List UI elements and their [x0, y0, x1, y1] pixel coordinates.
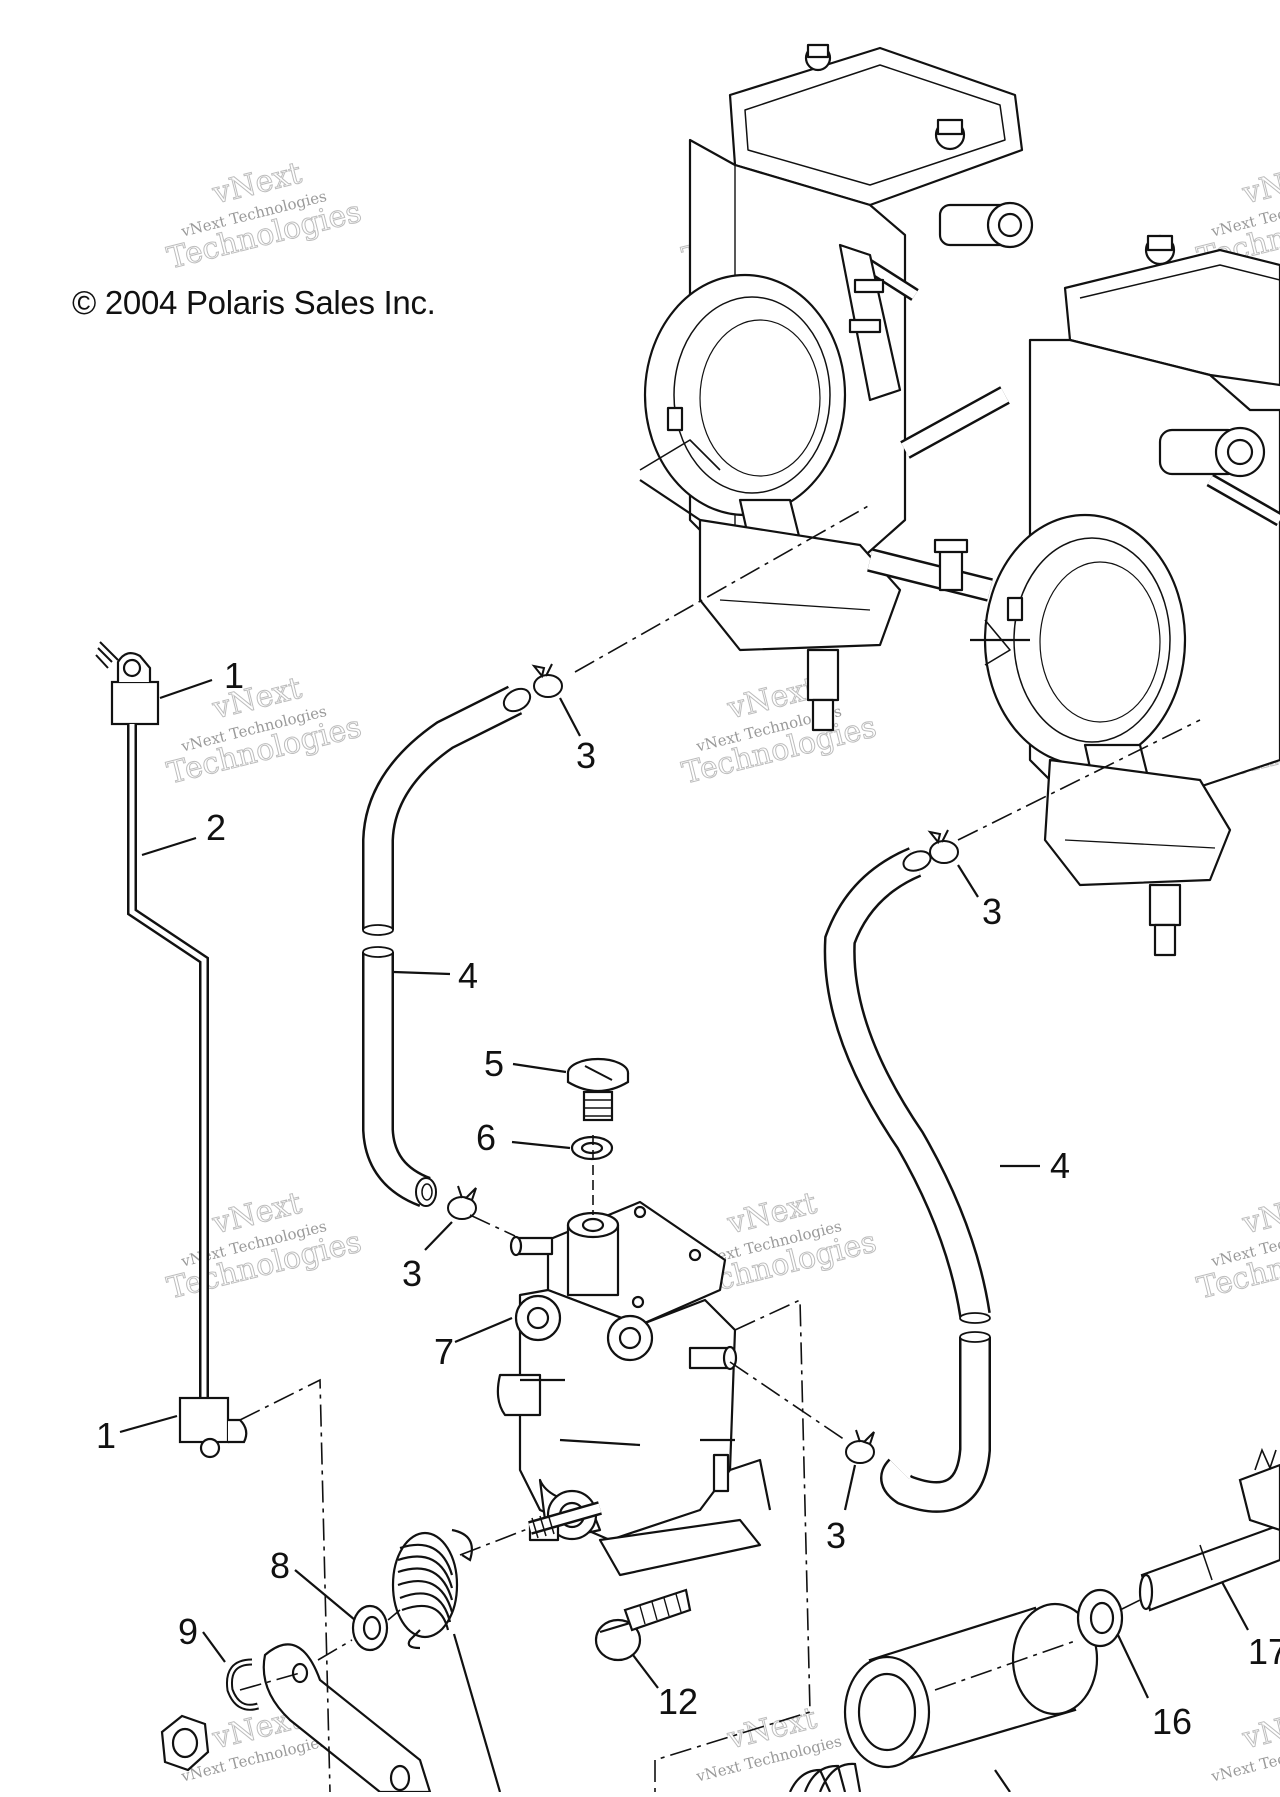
svg-text:vNext: vNext — [1238, 156, 1280, 212]
callout-8: 8 — [270, 1545, 290, 1586]
pump-shaft — [528, 1501, 602, 1539]
return-spring — [391, 1528, 473, 1650]
callout-3-pump-inlet: 3 — [402, 1253, 422, 1294]
carburetor-assembly — [639, 43, 1280, 957]
drive-spring-partial — [788, 1762, 862, 1793]
oil-pump — [496, 1200, 772, 1577]
clamp — [531, 663, 563, 698]
clamp — [927, 829, 959, 864]
svg-text:vNext: vNext — [1238, 1186, 1280, 1242]
watermark: vNext vNext Technologies Technologies — [678, 670, 880, 792]
spacer-washer — [1076, 1588, 1124, 1648]
assembly-guide-lines — [239, 504, 1201, 1793]
watermark: vNext vNext Technologies Technologies — [1193, 1185, 1280, 1307]
callout-1-upper: 1 — [224, 655, 244, 696]
watermark: vNext vNext Technologies Technologies — [163, 155, 365, 277]
hoses — [362, 685, 991, 1513]
leader-lines — [119, 678, 1249, 1793]
hose-right-upper — [823, 847, 991, 1324]
callout-4-right: 4 — [1050, 1145, 1070, 1186]
hose-right-lower — [880, 1331, 991, 1513]
hex-nut — [160, 1714, 210, 1772]
watermark: vNext vNext Technologies — [1209, 1700, 1280, 1786]
svg-text:vNext: vNext — [1238, 1701, 1280, 1757]
pulse-line-assembly — [95, 641, 248, 1459]
drive-sleeve — [843, 1602, 1099, 1769]
callout-16: 16 — [1152, 1701, 1192, 1742]
callout-12: 12 — [658, 1681, 698, 1722]
bleed-screw — [566, 1057, 630, 1122]
hose-clamps — [447, 663, 959, 1464]
hose-left-lower — [362, 946, 437, 1207]
clamp — [447, 1185, 477, 1220]
callout-17: 17 — [1248, 1631, 1280, 1672]
callout-6: 6 — [476, 1117, 496, 1158]
fitting-lower — [178, 1396, 248, 1459]
clamp — [845, 1429, 875, 1464]
copyright-notice: © 2004 Polaris Sales Inc. — [72, 284, 436, 321]
callout-3-upper-left: 3 — [576, 735, 596, 776]
watermark: vNext vNext Technologies Technologies — [163, 1185, 365, 1307]
callout-labels: 1 2 3 3 4 5 6 4 3 7 1 3 8 9 12 16 17 — [96, 655, 1280, 1742]
e-clip — [225, 1658, 260, 1711]
thrust-washer — [351, 1604, 389, 1652]
hose-left-upper — [362, 685, 532, 936]
small-parts — [160, 1057, 1280, 1794]
callout-4-left: 4 — [458, 955, 478, 996]
sealing-washer — [570, 1135, 614, 1161]
callout-2: 2 — [206, 807, 226, 848]
drive-shaft — [1138, 1447, 1280, 1612]
callout-9: 9 — [178, 1611, 198, 1652]
mounting-bolt — [594, 1588, 692, 1662]
control-lever — [262, 1643, 432, 1794]
callout-1-lower: 1 — [96, 1415, 116, 1456]
callout-5: 5 — [484, 1043, 504, 1084]
watermark: vNext vNext Technologies Technologies — [163, 670, 365, 792]
callout-3-upper-right: 3 — [982, 891, 1002, 932]
callout-7: 7 — [434, 1331, 454, 1372]
callout-3-pump-outlet: 3 — [826, 1515, 846, 1556]
fitting-upper — [95, 641, 160, 726]
svg-text:Technologies: Technologies — [1194, 1224, 1280, 1306]
